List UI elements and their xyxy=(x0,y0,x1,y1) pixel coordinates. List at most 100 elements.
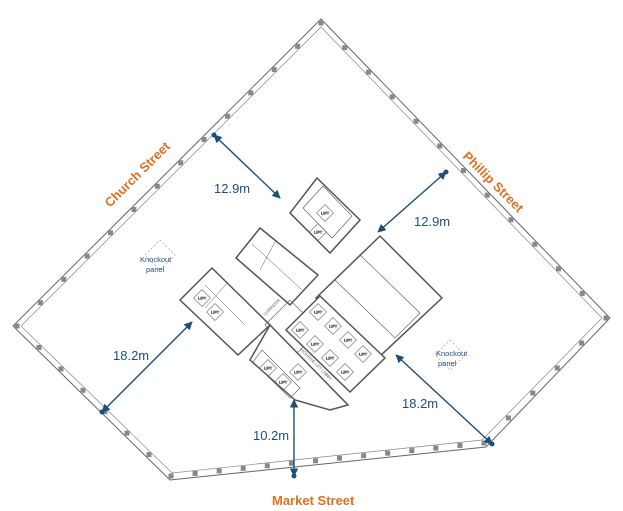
dim-label-church-lower: 18.2m xyxy=(113,348,149,363)
column xyxy=(532,241,538,247)
column xyxy=(37,300,43,306)
street-label-church: Church Street xyxy=(102,138,174,210)
lift-label: LIFT xyxy=(341,370,350,375)
dim-arrow-church-lower xyxy=(101,321,193,413)
column xyxy=(178,160,184,166)
column xyxy=(61,276,67,282)
lift-label: LIFT xyxy=(344,338,353,343)
column xyxy=(413,118,419,124)
column xyxy=(361,453,367,459)
column xyxy=(271,67,277,73)
column xyxy=(108,230,113,236)
lift-label: LIFT xyxy=(359,352,368,357)
column xyxy=(313,458,318,464)
lift-car xyxy=(309,223,327,241)
column xyxy=(481,440,487,446)
lift-car xyxy=(274,373,292,391)
column xyxy=(389,94,395,100)
lift-label: LIFT xyxy=(326,356,335,361)
knockout-panel-left: Knockout panel xyxy=(140,239,176,274)
lift-label: LIFT xyxy=(279,380,288,385)
lift-cars: LIFT LIFT LIFT LIFT LIFT LIFT LIFT LIFT LIFT LIFT… xyxy=(193,204,372,391)
knockout-panel-right: Knockout panel xyxy=(434,339,468,371)
column xyxy=(508,217,514,223)
column xyxy=(225,113,230,119)
knockout-right-line1: Knockout xyxy=(436,349,468,358)
lift-label: LIFT xyxy=(211,310,220,315)
column xyxy=(248,90,254,96)
column xyxy=(603,315,609,321)
column xyxy=(484,192,490,198)
column xyxy=(318,20,324,26)
lift-label: LIFT xyxy=(296,328,305,333)
column xyxy=(505,415,511,421)
column xyxy=(409,448,415,454)
lift-car xyxy=(309,303,327,321)
column xyxy=(433,445,439,451)
column xyxy=(385,450,391,456)
lift-car xyxy=(259,359,277,377)
lift-label: LIFT xyxy=(321,211,330,216)
column xyxy=(168,473,174,479)
column xyxy=(342,45,348,51)
dimension-arrows xyxy=(101,134,493,477)
knockout-right-line2: panel xyxy=(438,359,457,368)
lift-car xyxy=(291,321,309,339)
column xyxy=(530,390,536,396)
street-label-market: Market Street xyxy=(272,493,355,508)
column xyxy=(437,143,443,149)
column xyxy=(556,266,561,272)
dim-arrow-church-upper xyxy=(213,134,281,199)
column xyxy=(146,452,152,458)
column xyxy=(579,340,585,346)
dim-label-phillip-lower: 18.2m xyxy=(402,396,438,411)
lift-label: LIFT xyxy=(311,342,320,347)
dim-label-market: 10.2m xyxy=(253,428,289,443)
lift-car xyxy=(354,345,372,363)
lift-label: LIFT xyxy=(294,370,303,375)
lift-car xyxy=(193,289,211,307)
lift-car xyxy=(306,335,324,353)
dim-label-church-upper: 12.9m xyxy=(214,181,250,196)
column xyxy=(288,460,294,466)
column xyxy=(58,366,64,372)
column xyxy=(14,323,20,329)
column xyxy=(461,168,466,173)
building-perimeter xyxy=(12,18,611,481)
lift-label: LIFT xyxy=(264,366,273,371)
lift-car xyxy=(321,349,339,367)
column xyxy=(192,471,198,476)
lift-car xyxy=(339,331,357,349)
dim-label-phillip-upper: 12.9m xyxy=(414,214,450,229)
column xyxy=(84,253,90,259)
column xyxy=(131,207,137,212)
lift-car xyxy=(289,363,307,381)
column xyxy=(366,69,371,75)
building-core xyxy=(178,176,444,411)
column xyxy=(36,344,42,350)
column xyxy=(240,465,246,471)
knockout-left-line2: panel xyxy=(146,265,165,274)
lift-label: LIFT xyxy=(329,324,338,329)
dim-arrow-phillip-lower xyxy=(395,354,493,445)
arrow-end-dots xyxy=(99,132,495,479)
lift-label: LIFT xyxy=(314,310,323,315)
corridor-label: CORRIDOR xyxy=(262,298,281,317)
column xyxy=(264,463,270,469)
lift-car xyxy=(316,204,334,222)
column xyxy=(216,468,222,474)
lift-label: LIFT xyxy=(198,296,207,301)
column xyxy=(80,387,86,393)
lift-car xyxy=(336,363,354,381)
column xyxy=(154,183,160,189)
column xyxy=(579,290,585,296)
dim-arrow-phillip-upper xyxy=(377,171,447,233)
column xyxy=(201,137,207,142)
lift-car xyxy=(206,303,224,321)
column xyxy=(554,365,560,371)
lift-car xyxy=(324,317,342,335)
column xyxy=(124,430,130,436)
knockout-left-line1: Knockout xyxy=(140,255,172,264)
column xyxy=(295,43,301,49)
